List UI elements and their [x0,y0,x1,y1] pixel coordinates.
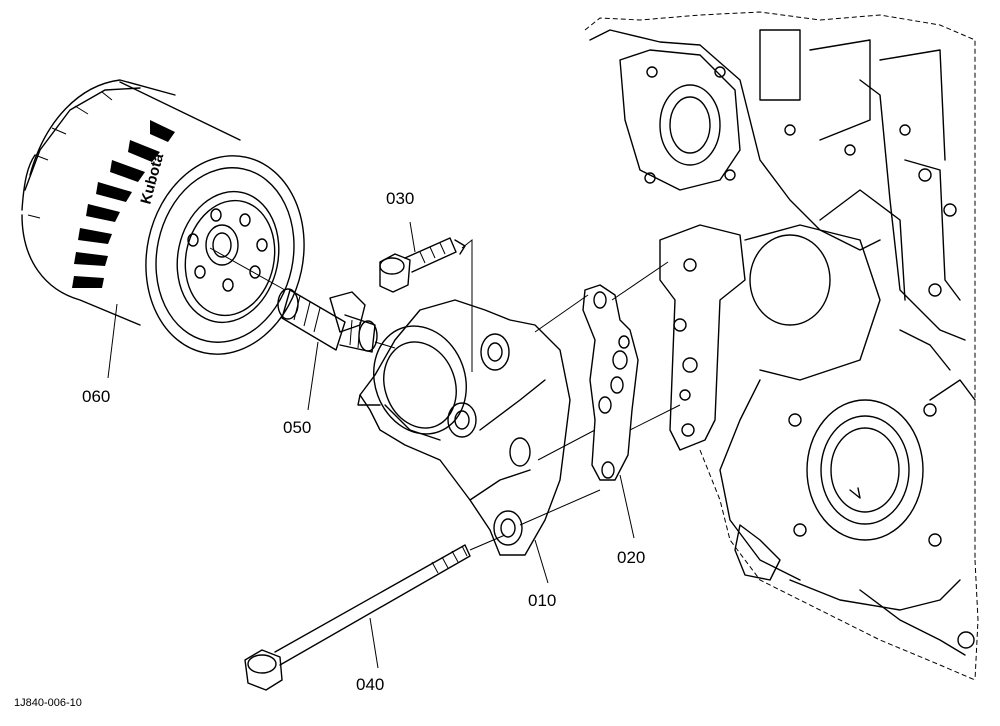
alignment-lines [209,238,681,551]
callout-030: 030 [386,189,414,208]
gasket-020 [582,284,639,481]
filter-brand-label: Kubota [137,151,167,206]
callout-010: 010 [528,591,556,610]
filter-bracket-010 [357,299,571,556]
leader-lines [107,221,635,669]
nipple-050 [277,288,378,353]
bolt-030 [379,237,466,293]
oil-filter-060: Kubota [21,79,305,355]
figure-number: 1J840-006-10 [14,697,82,709]
callout-060: 060 [82,387,110,406]
filter-chevron-band [72,120,175,288]
engine-block [584,11,979,681]
callout-020: 020 [617,548,645,567]
callout-050: 050 [283,418,311,437]
long-bolt-040 [244,544,471,691]
callout-040: 040 [356,675,384,694]
